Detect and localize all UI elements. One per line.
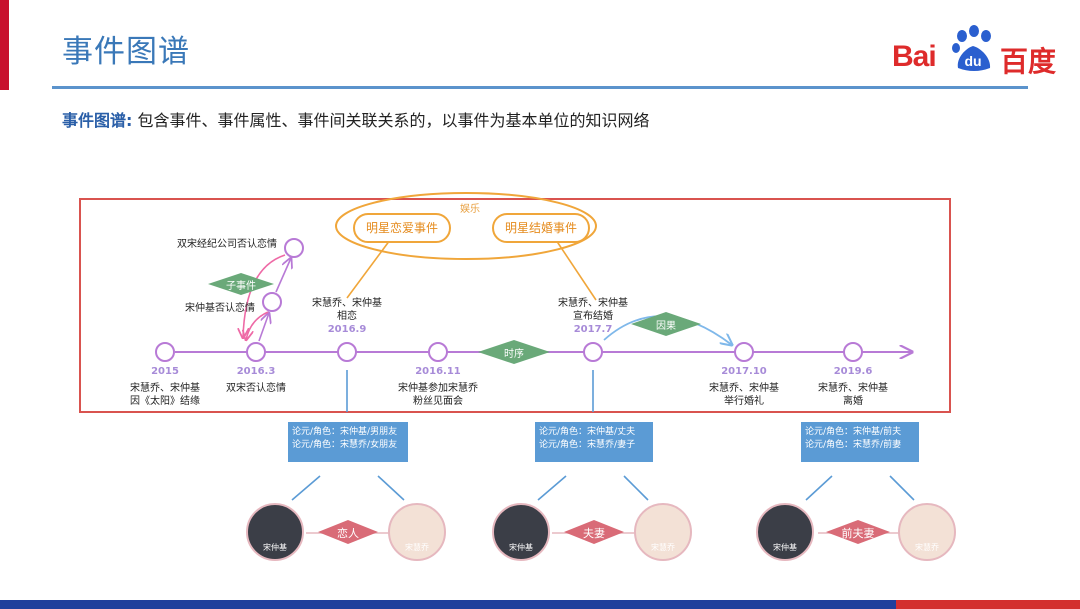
subtitle-text: 包含事件、事件属性、事件间关联关系的，以事件为基本单位的知识网络 <box>132 111 650 130</box>
event-desc-2019-6-line1: 宋慧乔、宋仲基 <box>818 383 888 394</box>
argument-role-line: 论元/角色：宋仲基/男朋友 <box>292 427 398 437</box>
event-desc-2016-11-line2: 粉丝见面会 <box>413 396 463 407</box>
event-desc-2016-9-line2: 相恋 <box>337 311 357 322</box>
title-divider <box>52 86 1028 89</box>
event-desc-2016-3: 双宋否认恋情 <box>226 383 286 394</box>
event-date-2015: 2015 <box>151 366 179 377</box>
argument-role-line: 论元/角色：宋慧乔/女朋友 <box>292 440 398 450</box>
left-accent-bar <box>0 0 9 90</box>
avatar-name: 宋慧乔 <box>405 543 429 552</box>
avatar-link <box>291 475 321 501</box>
event-date-2019-6: 2019.6 <box>833 366 873 377</box>
avatar-link <box>537 475 567 501</box>
sub-arrow-pink-2 <box>246 311 269 340</box>
avatar-song-hye-kyo: 宋慧乔 <box>388 503 446 561</box>
sub-arrow-up1 <box>258 313 269 342</box>
timeline-node <box>734 342 754 362</box>
subtitle-label: 事件图谱: <box>62 111 133 130</box>
avatar-name: 宋慧乔 <box>915 543 939 552</box>
event-date-2017-7: 2017.7 <box>573 324 613 335</box>
timeline-node <box>843 342 863 362</box>
timeline-node <box>246 342 266 362</box>
event-desc-2017-7-line1: 宋慧乔、宋仲基 <box>558 298 628 309</box>
timeline-node <box>155 342 175 362</box>
concept-link-love <box>346 239 391 299</box>
relation-diamond <box>564 520 624 544</box>
baidu-logo: Bai du 百度 <box>892 24 1062 80</box>
sub-event-diamond <box>208 273 274 295</box>
sub-arrow-up2 <box>275 258 291 293</box>
avatar-name: 宋慧乔 <box>651 543 675 552</box>
timeline-node <box>583 342 603 362</box>
event-desc-2017-10-line1: 宋慧乔、宋仲基 <box>709 383 779 394</box>
event-desc-2017-10-line2: 举行婚礼 <box>724 396 764 407</box>
argument-role-box-1: 论元/角色：宋仲基/男朋友 论元/角色：宋慧乔/女朋友 <box>288 422 408 462</box>
event-date-2017-10: 2017.10 <box>721 366 767 377</box>
argument-role-line: 论元/角色：宋仲基/丈夫 <box>539 427 636 437</box>
time-order-label: 时序 <box>504 349 524 360</box>
entertainment-label: 娱乐 <box>460 204 480 215</box>
sub-event-node-1 <box>284 238 304 258</box>
causal-diamond <box>631 312 701 336</box>
causal-label: 因果 <box>656 321 676 332</box>
sub-event-node-2 <box>262 292 282 312</box>
concept-pill-love: 明星恋爱事件 <box>353 213 451 243</box>
concept-link-marriage <box>555 239 597 301</box>
avatar-song-joong-ki: 宋仲基 <box>492 503 550 561</box>
logo-paw-text: du <box>964 53 981 69</box>
sub-event-text-1: 双宋经纪公司否认恋情 <box>177 239 277 250</box>
event-desc-2015-line1: 宋慧乔、宋仲基 <box>130 383 200 394</box>
page-title: 事件图谱 <box>62 34 190 70</box>
entertainment-ellipse <box>335 192 597 260</box>
event-desc-2016-11-line1: 宋仲基参加宋慧乔 <box>398 383 478 394</box>
event-desc-2017-7-line2: 宣布结婚 <box>573 311 613 322</box>
timeline-node <box>428 342 448 362</box>
relation-label-lovers: 恋人 <box>337 527 359 540</box>
avatar-name: 宋仲基 <box>773 543 797 552</box>
relation-diamond <box>826 520 890 544</box>
avatar-song-joong-ki: 宋仲基 <box>246 503 304 561</box>
relation-label-spouses: 夫妻 <box>583 527 605 540</box>
relation-diamond <box>318 520 378 544</box>
relation-label-ex-spouses: 前夫妻 <box>841 527 875 540</box>
argument-role-box-2: 论元/角色：宋仲基/丈夫 论元/角色：宋慧乔/妻子 <box>535 422 653 462</box>
sub-event-label: 子事件 <box>226 281 256 292</box>
event-desc-2016-9-line1: 宋慧乔、宋仲基 <box>312 298 382 309</box>
subtitle: 事件图谱: 包含事件、事件属性、事件间关联关系的，以事件为基本单位的知识网络 <box>62 107 650 131</box>
logo-text-latin: Bai <box>892 40 937 73</box>
footer-bar <box>0 600 1080 609</box>
avatar-link <box>623 475 649 501</box>
avatar-link <box>805 475 833 501</box>
event-date-2016-9: 2016.9 <box>327 324 367 335</box>
avatar-link <box>377 475 405 501</box>
sub-event-text-2: 宋仲基否认恋情 <box>185 303 255 314</box>
concept-pill-marriage: 明星结婚事件 <box>492 213 590 243</box>
event-date-2016-11: 2016.11 <box>415 366 461 377</box>
avatar-song-hye-kyo: 宋慧乔 <box>898 503 956 561</box>
avatar-song-joong-ki: 宋仲基 <box>756 503 814 561</box>
footer-bar-accent <box>896 600 1080 609</box>
time-order-diamond <box>478 340 550 364</box>
avatar-name: 宋仲基 <box>263 543 287 552</box>
avatar-song-hye-kyo: 宋慧乔 <box>634 503 692 561</box>
argument-role-box-3: 论元/角色：宋仲基/前夫 论元/角色：宋慧乔/前妻 <box>801 422 919 462</box>
timeline-node <box>337 342 357 362</box>
event-desc-2019-6-line2: 离婚 <box>843 396 863 407</box>
event-date-2016-3: 2016.3 <box>236 366 276 377</box>
avatar-link <box>889 475 915 501</box>
argument-role-line: 论元/角色：宋慧乔/前妻 <box>805 440 902 450</box>
argument-role-line: 论元/角色：宋慧乔/妻子 <box>539 440 636 450</box>
avatar-name: 宋仲基 <box>509 543 533 552</box>
event-desc-2015-line2: 因《太阳》结缘 <box>130 396 200 407</box>
event-frame <box>79 198 951 413</box>
paw-icon: du <box>952 25 991 71</box>
logo-text-chinese: 百度 <box>1000 45 1057 78</box>
argument-role-line: 论元/角色：宋仲基/前夫 <box>805 427 902 437</box>
